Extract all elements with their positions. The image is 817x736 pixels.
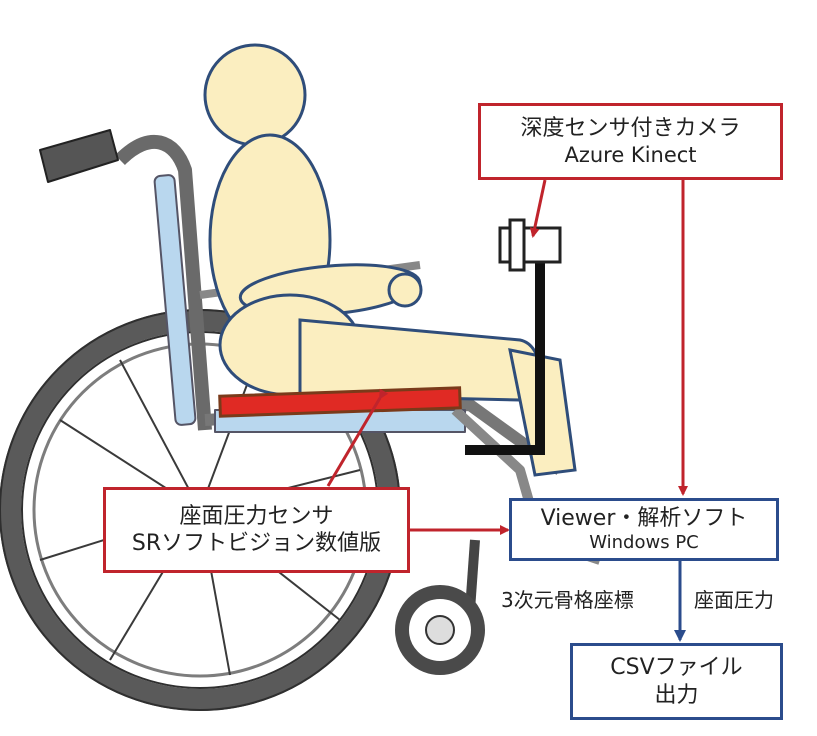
- camera-title: 深度センサ付きカメラ: [520, 115, 741, 141]
- camera-box: 深度センサ付きカメラ Azure Kinect: [478, 103, 783, 180]
- viewer-platform: Windows PC: [589, 532, 699, 553]
- output-line2: 出力: [654, 682, 699, 708]
- sensor-box: 座面圧力センサ SRソフトビジョン数値版: [103, 487, 410, 573]
- viewer-title: Viewer・解析ソフト: [540, 505, 748, 531]
- seated-person: [203, 43, 577, 477]
- front-caster: [395, 539, 485, 675]
- pad-to-sensor-line: [326, 388, 389, 487]
- sensor-title: 座面圧力センサ: [179, 503, 334, 529]
- output-box: CSVファイル 出力: [570, 643, 783, 720]
- pressure-flow-label: 座面圧力: [690, 582, 778, 615]
- camera-to-mount-arrow: [529, 179, 547, 238]
- camera-model: Azure Kinect: [564, 143, 697, 168]
- skeleton-flow-label: 3次元骨格座標: [497, 582, 638, 615]
- seat-pressure-pad: [218, 386, 462, 418]
- output-line1: CSVファイル: [610, 655, 743, 680]
- viewer-box: Viewer・解析ソフト Windows PC: [509, 498, 779, 561]
- sensor-model: SRソフトビジョン数値版: [131, 531, 382, 556]
